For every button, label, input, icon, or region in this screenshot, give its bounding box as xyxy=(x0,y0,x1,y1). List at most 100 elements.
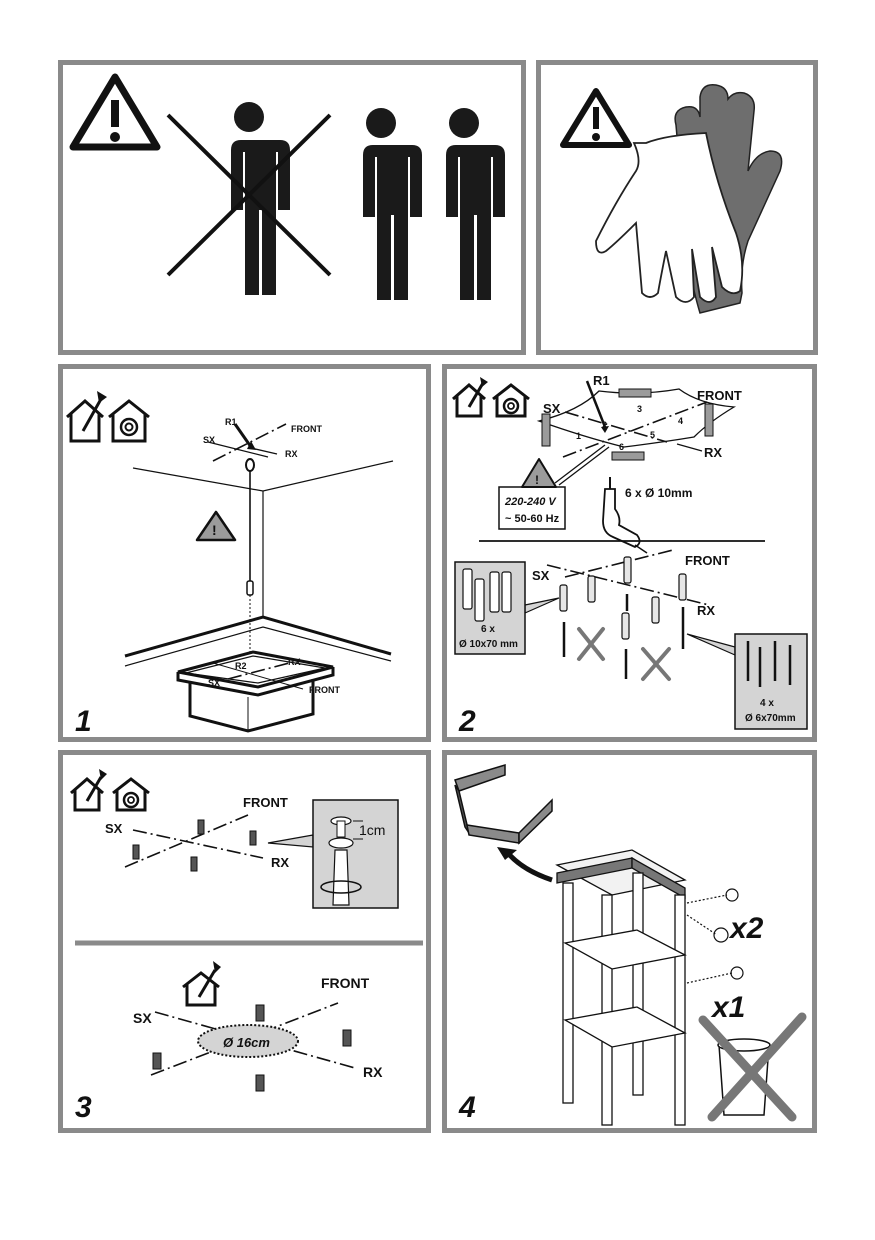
screw-markers xyxy=(132,819,257,872)
label-front-lower: FRONT xyxy=(685,553,730,568)
plumb-line xyxy=(245,458,255,669)
label-rx: RX xyxy=(271,855,289,870)
r1-arrowhead xyxy=(247,441,256,450)
person-icon xyxy=(433,108,505,300)
cross-out-mark xyxy=(166,113,332,277)
step-number: 1 xyxy=(75,705,92,738)
hole-6: 6 xyxy=(619,442,624,452)
hole-1: 1 xyxy=(576,431,581,441)
step-number: 3 xyxy=(75,1091,92,1124)
ducted-exhaust-house-icon xyxy=(70,769,107,812)
transport-bracket xyxy=(454,763,553,845)
label-front: FRONT xyxy=(697,388,742,403)
panel-step-4: x2 x1 4 xyxy=(442,750,817,1133)
label-sx-bottom: SX xyxy=(208,678,220,688)
recirculation-house-icon xyxy=(492,383,530,418)
warning-triangle-icon: ! xyxy=(195,510,237,542)
person-icon xyxy=(350,108,422,300)
recirculation-house-icon xyxy=(112,777,150,812)
label-sx-top: SX xyxy=(203,435,215,445)
panel-step-2: R1 SX FRONT RX 1 2 3 4 5 6 ! 220-240 V ~… xyxy=(442,364,817,742)
discard-cross-mark xyxy=(698,1012,807,1122)
screws-callout: 4 x Ø 6x70mm xyxy=(686,633,808,730)
label-sx-lower: SX xyxy=(532,568,550,583)
step1-illustration: R1 SX FRONT RX ! R2 RX SX FRONT xyxy=(66,391,394,738)
fixing-screws xyxy=(686,888,744,984)
drill-spec: 6 x Ø 10mm xyxy=(625,486,692,500)
step3-illustration: FRONT SX RX 1cm Ø 16cm FR xyxy=(70,769,423,1124)
label-sx: SX xyxy=(105,821,123,836)
label-front-top: FRONT xyxy=(291,424,322,434)
plugs-size: Ø 10x70 mm xyxy=(459,639,518,650)
screws xyxy=(562,594,685,679)
label-rx-bottom: RX xyxy=(363,1064,383,1080)
screws-size: Ø 6x70mm xyxy=(745,713,796,724)
label-front: FRONT xyxy=(243,795,288,810)
plugs-qty: 6 x xyxy=(481,624,495,635)
crossed-out-screw-mark xyxy=(577,627,671,681)
svg-text:!: ! xyxy=(212,522,217,538)
hole-3: 3 xyxy=(637,404,642,414)
hole-5: 5 xyxy=(650,430,655,440)
r1-arrow xyxy=(233,423,253,448)
warning-mark: ! xyxy=(535,473,539,487)
gap-measurement: 1cm xyxy=(359,822,385,838)
discard-quantity: x1 xyxy=(710,991,745,1024)
label-front-bottom: FRONT xyxy=(321,975,370,991)
wall-plugs xyxy=(559,556,687,640)
screws-qty: 4 x xyxy=(760,698,774,709)
white-glove-icon xyxy=(595,132,744,303)
label-sx-bottom: SX xyxy=(133,1010,152,1026)
front-axis-line xyxy=(212,423,287,462)
gloves-illustration xyxy=(560,84,783,314)
two-person-illustration xyxy=(69,73,505,300)
label-rx-lower: RX xyxy=(697,603,715,618)
label-front-bottom: FRONT xyxy=(309,685,340,695)
chimney-frame xyxy=(555,849,687,1126)
floor-edge xyxy=(124,615,392,658)
voltage-callout: ! 220-240 V ~ 50-60 Hz xyxy=(498,444,610,530)
sx-axis-line xyxy=(207,441,269,458)
floor-edge-inner xyxy=(124,626,392,667)
label-rx: RX xyxy=(704,445,722,460)
label-rx-top: RX xyxy=(285,449,298,459)
sx-rx-axis-line xyxy=(132,829,264,859)
panel-two-person-warning xyxy=(58,60,526,355)
remove-arrowhead xyxy=(497,847,517,860)
ducted-exhaust-house-icon xyxy=(452,377,488,418)
warning-triangle-icon xyxy=(560,88,632,148)
label-r1: R1 xyxy=(593,373,610,388)
panel-step-3: FRONT SX RX 1cm Ø 16cm FR xyxy=(58,750,431,1133)
ceiling-edge xyxy=(132,460,394,492)
duct-diameter: Ø 16cm xyxy=(223,1035,270,1050)
warning-triangle-icon xyxy=(69,73,161,151)
label-rx-bottom: RX xyxy=(288,657,301,667)
plugs-callout: 6 x Ø 10x70 mm xyxy=(454,561,560,655)
panel-gloves-warning xyxy=(536,60,818,355)
ceiling-template xyxy=(536,380,737,461)
panel-step-1: R1 SX FRONT RX ! R2 RX SX FRONT xyxy=(58,364,431,742)
ducted-exhaust-house-icon xyxy=(182,961,221,1007)
screw-markers xyxy=(152,1004,352,1092)
ducted-exhaust-house-icon xyxy=(66,391,107,443)
step-number: 2 xyxy=(458,705,476,738)
recirculation-house-icon xyxy=(108,399,150,443)
duct-diameter-zone xyxy=(197,1024,299,1058)
voltage-range: 220-240 V xyxy=(504,496,557,508)
remove-arrow xyxy=(505,850,553,883)
step2-illustration: R1 SX FRONT RX 1 2 3 4 5 6 ! 220-240 V ~… xyxy=(452,373,808,738)
label-r1: R1 xyxy=(225,417,237,427)
front-axis-line xyxy=(564,549,674,578)
hole-2: 2 xyxy=(602,420,607,430)
screw-detail-callout: 1cm xyxy=(267,799,399,909)
hob-worktop xyxy=(176,650,335,733)
person-crossed-icon xyxy=(218,102,290,295)
keep-quantity: x2 xyxy=(728,912,764,945)
label-r2: R2 xyxy=(235,661,247,671)
hole-markers: 1 2 3 4 5 6 xyxy=(576,404,683,452)
frequency-range: ~ 50-60 Hz xyxy=(505,513,560,525)
step-number: 4 xyxy=(458,1091,476,1124)
hole-4: 4 xyxy=(678,416,683,426)
label-sx: SX xyxy=(543,401,561,416)
step4-illustration: x2 x1 4 xyxy=(454,763,807,1126)
